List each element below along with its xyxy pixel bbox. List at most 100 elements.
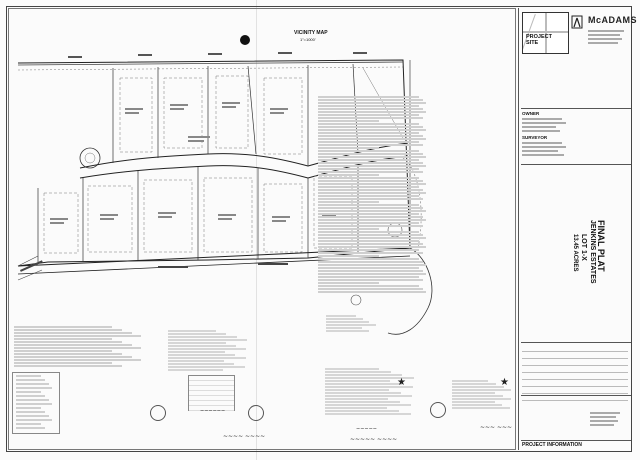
firm-name: McADAMS [588, 15, 638, 25]
texas-star-icon: ★ [500, 377, 509, 388]
notary-seal [248, 405, 264, 421]
illegible-text-line [318, 120, 379, 122]
table-row [189, 406, 234, 411]
illegible-text-line [318, 102, 426, 104]
illegible-text-line [318, 201, 379, 203]
notary-certification [325, 368, 415, 416]
illegible-text-line [325, 383, 402, 385]
county-seal [150, 405, 166, 421]
detail-circle-2 [350, 294, 362, 306]
table-row [522, 353, 628, 359]
legend-entry [16, 427, 45, 429]
general-notes-block [14, 326, 154, 368]
plat-title: FINAL PLAT [596, 220, 606, 272]
illegible-text-line [318, 288, 423, 290]
illegible-text-line [318, 267, 420, 269]
illegible-text-line [318, 198, 423, 200]
illegible-text-line [318, 132, 420, 134]
illegible-text-line [318, 156, 426, 158]
illegible-text-line [14, 365, 122, 367]
illegible-text-line [318, 243, 423, 245]
legend-entry [16, 399, 49, 401]
illegible-text-line [326, 330, 369, 332]
illegible-text-line [452, 389, 512, 391]
lot-labels [50, 102, 340, 224]
illegible-text-line [318, 192, 426, 194]
illegible-text-line [318, 279, 423, 281]
illegible-text-line [318, 180, 423, 182]
illegible-text-line [318, 213, 420, 215]
illegible-text-line [325, 407, 388, 409]
illegible-text-line [318, 123, 420, 125]
illegible-text-line [14, 362, 112, 364]
legend-entry [16, 379, 45, 381]
setback-lines [43, 75, 353, 254]
illegible-text-line [318, 165, 426, 167]
legend-entry [16, 387, 53, 389]
engineer-seal [430, 402, 446, 418]
title-block-divider [518, 8, 519, 450]
legend-entry [16, 411, 45, 413]
illegible-text-line [318, 270, 423, 272]
illegible-text-line [168, 354, 236, 356]
illegible-text-line [318, 126, 423, 128]
illegible-text-line [318, 258, 420, 260]
illegible-text-line [318, 264, 426, 266]
illegible-text-line [168, 360, 224, 362]
illegible-text-line [318, 204, 420, 206]
illegible-text-line [452, 404, 503, 406]
table-row [189, 391, 234, 396]
drawing-border [8, 8, 516, 450]
signature-4: ~~~~~~ [200, 408, 226, 414]
illegible-text-line [318, 237, 426, 239]
illegible-text-line [325, 392, 401, 394]
illegible-text-line [318, 222, 420, 224]
illegible-text-line [168, 333, 227, 335]
owner-heading: OWNER [522, 111, 540, 116]
illegible-text-line [14, 326, 112, 328]
table-row [522, 367, 628, 373]
illegible-text-line [325, 401, 400, 403]
illegible-text-line [318, 114, 420, 116]
illegible-text-line [325, 410, 399, 412]
cul-de-sac-inner [84, 152, 96, 164]
illegible-text-line [318, 141, 420, 143]
illegible-text-line [318, 210, 426, 212]
illegible-text-line [318, 228, 379, 230]
illegible-text-line [325, 395, 413, 397]
illegible-text-line [318, 135, 423, 137]
illegible-text-line [318, 189, 423, 191]
legend-entry [16, 407, 42, 409]
illegible-text-line [325, 368, 379, 370]
illegible-text-line [168, 342, 226, 344]
legend-entry [16, 415, 49, 417]
owner-certification [168, 330, 248, 372]
illegible-text-line [318, 150, 420, 152]
illegible-text-line [318, 234, 423, 236]
illegible-text-line [318, 183, 426, 185]
illegible-text-line [14, 335, 142, 337]
mcadams-logo-icon [571, 15, 583, 29]
top-tick-labels [68, 52, 367, 58]
illegible-text-line [318, 162, 423, 164]
illegible-text-line [325, 386, 414, 388]
illegible-text-line [325, 398, 388, 400]
texas-star-icon: ★ [397, 377, 406, 388]
legend-box [12, 372, 60, 434]
illegible-text-line [318, 147, 379, 149]
illegible-text-line [318, 168, 420, 170]
road-labels [20, 260, 288, 272]
illegible-text-line [452, 401, 495, 403]
illegible-text-line [14, 359, 142, 361]
illegible-text-line [318, 276, 420, 278]
illegible-text-line [318, 108, 423, 110]
illegible-text-line [168, 348, 247, 350]
north-line-2 [17, 66, 404, 71]
illegible-text-line [318, 252, 423, 254]
surveyor-heading: SURVEYOR [522, 135, 548, 140]
table-row [522, 381, 628, 387]
illegible-text-line [318, 153, 423, 155]
illegible-text-line [325, 380, 390, 382]
cul-de-sac [79, 147, 101, 169]
